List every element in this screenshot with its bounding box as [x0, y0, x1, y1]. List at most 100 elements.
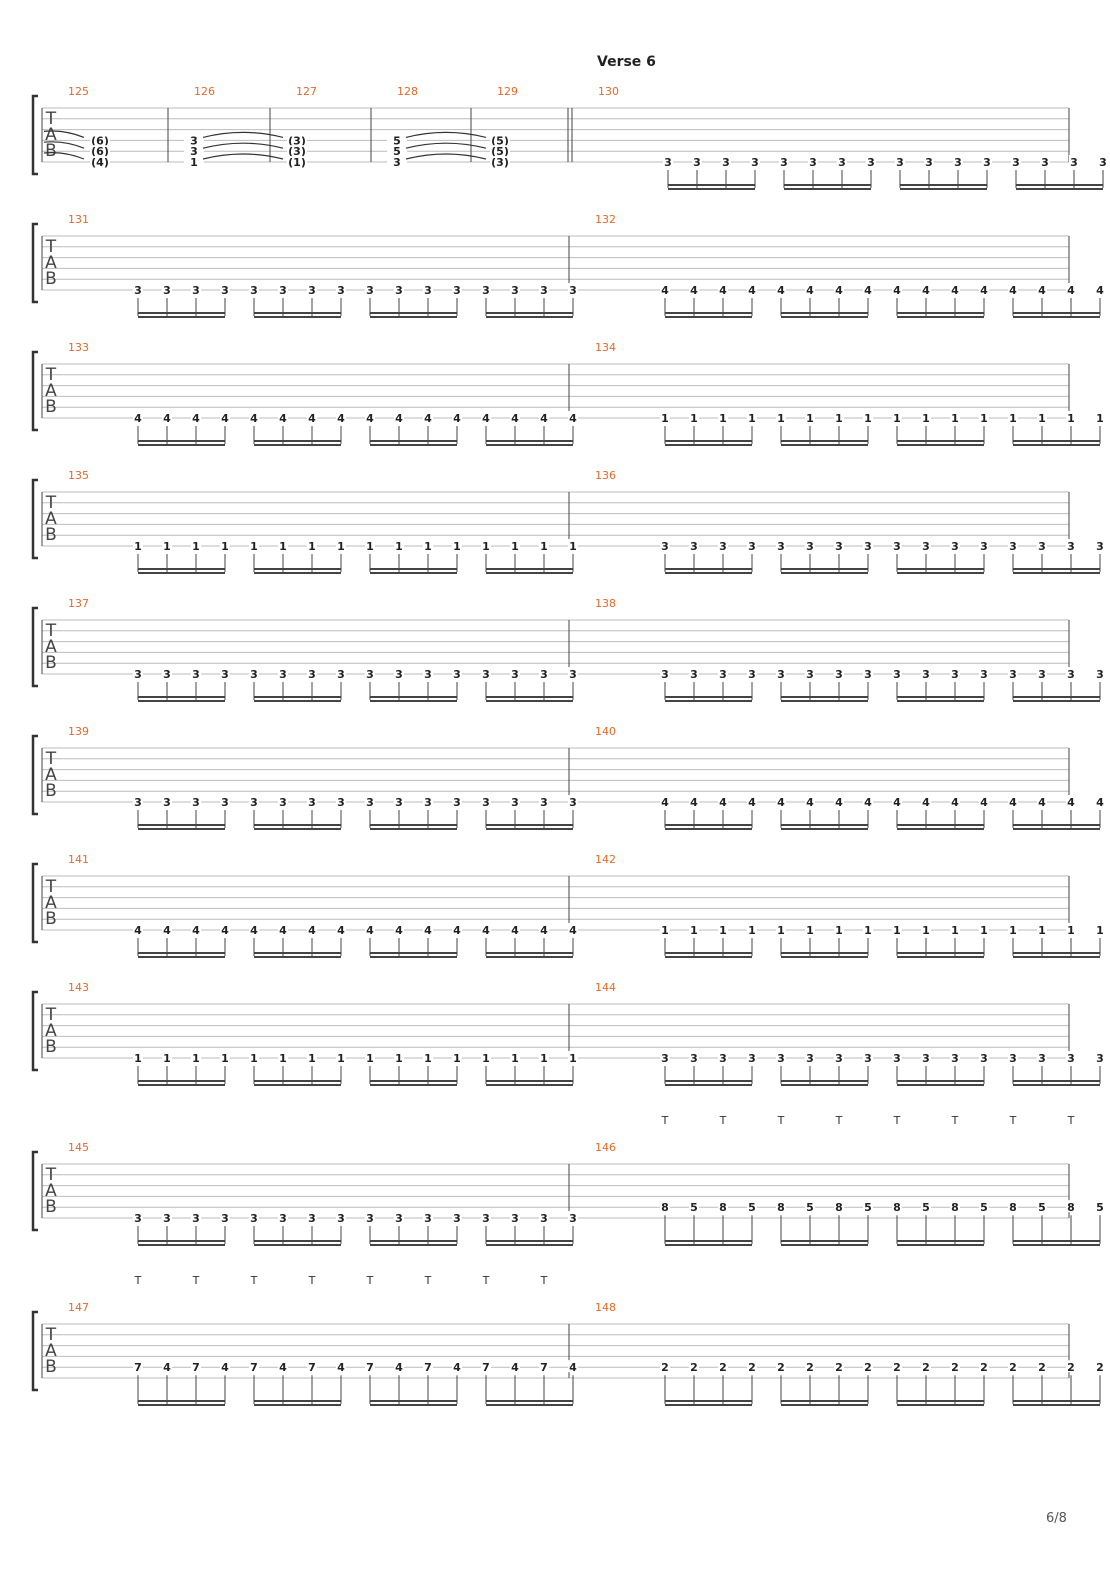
fret-number: 3 [192, 1212, 200, 1225]
fret-background [689, 1360, 699, 1373]
measure-number: 127 [296, 85, 317, 98]
fret-background [950, 1360, 960, 1373]
fret-background [423, 539, 433, 551]
fret-number: 3 [366, 284, 374, 297]
fret-number: 3 [1009, 1052, 1017, 1065]
fret-background [863, 539, 873, 551]
beam-primary [138, 1080, 225, 1082]
fret-number: 3 [1096, 1052, 1104, 1065]
fret-number: 7 [134, 1361, 142, 1374]
measure-number: 142 [595, 853, 616, 866]
beam-secondary [254, 1404, 341, 1406]
fret-number: 4 [922, 284, 930, 297]
tab-clef-letter: B [45, 1357, 57, 1377]
beam-primary [665, 824, 752, 826]
tab-clef-letter: T [45, 877, 57, 897]
fret-number: 4 [279, 412, 287, 425]
beam-secondary [665, 1084, 752, 1086]
fret-number: 4 [453, 412, 461, 425]
fret-number: 4 [1009, 284, 1017, 297]
beam-primary [1013, 440, 1100, 442]
fret-background [423, 283, 433, 295]
beam-secondary [781, 1084, 868, 1086]
fret-number: 3 [540, 284, 548, 297]
fret-number: 3 [395, 284, 403, 297]
tie-arc [405, 142, 487, 149]
fret-number: 3 [1070, 156, 1078, 169]
beam-primary [486, 824, 573, 826]
fret-background [1011, 155, 1021, 167]
beam-secondary [370, 828, 457, 830]
fret-number: 3 [980, 540, 988, 553]
fret-number: 1 [453, 540, 461, 553]
fret-background [718, 1360, 728, 1373]
beam-secondary [781, 1404, 868, 1406]
fret-number: 1 [661, 924, 669, 937]
fret-background [191, 283, 201, 295]
tab-clef-letter: T [45, 1165, 57, 1185]
fret-number: 4 [221, 924, 229, 937]
fret-number: 4 [250, 924, 258, 937]
fret-background [1037, 1051, 1047, 1063]
fret-background [481, 667, 491, 679]
beam-secondary [1013, 1244, 1100, 1246]
fret-background [510, 667, 520, 679]
fret-background [1066, 795, 1076, 807]
fret-background [365, 1051, 375, 1063]
fret-number: 4 [250, 412, 258, 425]
measure-number: 146 [595, 1141, 616, 1154]
fret-background [387, 145, 407, 157]
fret-number: 5 [393, 134, 401, 147]
beam-primary [665, 952, 752, 954]
beam-secondary [138, 956, 225, 958]
fret-number: 4 [806, 284, 814, 297]
fret-background [1008, 1200, 1018, 1213]
fret-number: 3 [1067, 540, 1075, 553]
tap-mark: T [893, 1114, 901, 1127]
fret-background [568, 283, 578, 295]
fret-background [287, 134, 307, 146]
beam-secondary [665, 1404, 752, 1406]
fret-background [336, 1211, 346, 1223]
fret-background [307, 795, 317, 807]
fret-background [394, 1211, 404, 1223]
fret-number: 1 [951, 924, 959, 937]
fret-background [979, 1051, 989, 1063]
fret-background [660, 1360, 670, 1373]
tab-clef-letter: B [45, 397, 57, 417]
beam-secondary [1013, 572, 1100, 574]
fret-background [133, 923, 143, 935]
fret-number: 3 [511, 1212, 519, 1225]
fret-number: 3 [221, 1212, 229, 1225]
fret-number: 1 [1038, 412, 1046, 425]
fret-background [1008, 411, 1018, 423]
fret-background [510, 1211, 520, 1223]
fret-background [307, 1211, 317, 1223]
beam-primary [138, 1240, 225, 1242]
fret-background [834, 923, 844, 935]
beam-primary [784, 184, 871, 186]
fret-number: 3 [864, 668, 872, 681]
fret-background [278, 667, 288, 679]
fret-number: 8 [719, 1201, 727, 1214]
fret-number: 1 [690, 924, 698, 937]
fret-background [750, 155, 760, 167]
fret-number: 1 [1096, 412, 1104, 425]
fret-background [692, 155, 702, 167]
fret-background [1008, 1051, 1018, 1063]
fret-background [776, 667, 786, 679]
fret-number: 3 [806, 540, 814, 553]
measure-number: 147 [68, 1301, 89, 1314]
fret-background [162, 1211, 172, 1223]
fret-background [220, 1211, 230, 1223]
beam-primary [781, 1080, 868, 1082]
fret-number: 3 [806, 1052, 814, 1065]
fret-number: 4 [1067, 284, 1075, 297]
fret-number: 1 [951, 412, 959, 425]
fret-background [950, 539, 960, 551]
fret-background [162, 411, 172, 423]
fret-background [921, 795, 931, 807]
fret-number: 4 [777, 284, 785, 297]
fret-background [568, 795, 578, 807]
fret-background [490, 134, 510, 146]
